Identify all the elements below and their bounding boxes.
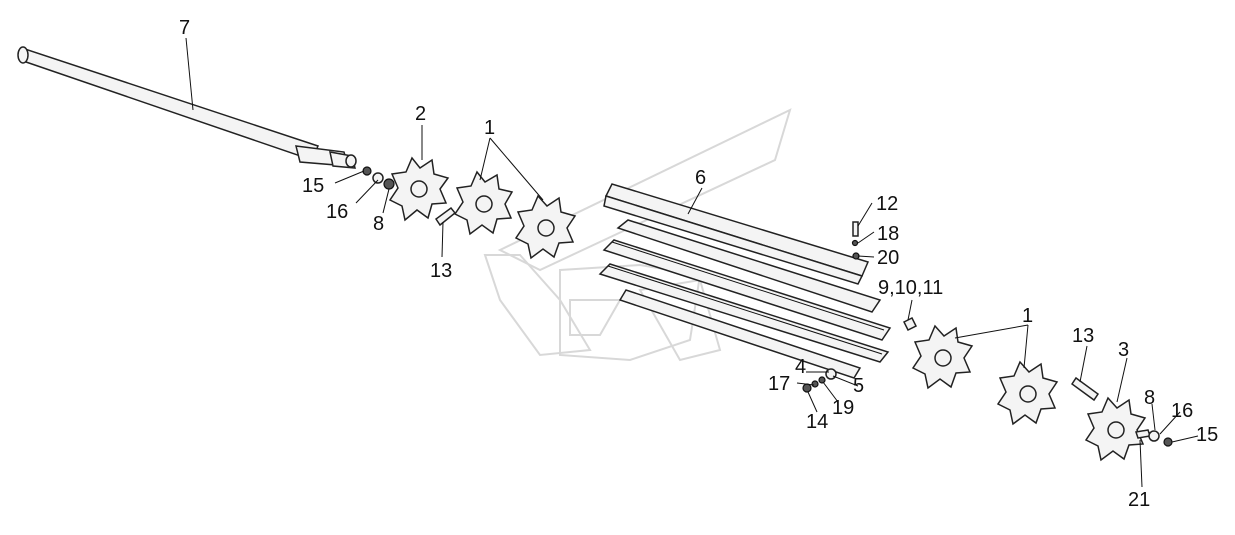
label-7: 7 [179, 17, 190, 39]
sprocket-1c [911, 324, 974, 390]
label-8: 8 [373, 213, 384, 235]
label-19: 19 [832, 397, 854, 419]
label-5: 5 [853, 375, 864, 397]
label-20: 20 [877, 247, 899, 269]
sprocket-3 [1084, 396, 1147, 462]
sprocket-1a [453, 170, 514, 236]
label-6: 6 [695, 167, 706, 189]
bar-assembly [598, 183, 892, 379]
label-13: 13 [430, 260, 452, 282]
right-hardware [802, 221, 1173, 447]
label-21: 21 [1128, 489, 1150, 511]
shaft-part [17, 46, 357, 169]
label-9-10-11: 9,10,11 [878, 277, 943, 299]
label-18: 18 [877, 223, 899, 245]
label-2: 2 [415, 103, 426, 125]
label-1: 1 [1022, 305, 1033, 327]
label-17: 17 [768, 373, 790, 395]
label-16: 16 [326, 201, 348, 223]
sprocket-2 [388, 156, 450, 222]
label-14: 14 [806, 411, 828, 433]
label-15: 15 [1196, 424, 1218, 446]
sprocket-1d [996, 360, 1059, 426]
label-15: 15 [302, 175, 324, 197]
watermark-logo [483, 108, 792, 362]
left-hardware [362, 166, 457, 227]
leader-lines [185, 37, 1199, 488]
part-labels: 7 2 1 6 12 18 20 15 16 8 13 9,10,11 1 13… [179, 17, 1218, 511]
label-13: 13 [1072, 325, 1094, 347]
sprocket-1b [514, 194, 577, 260]
label-16: 16 [1171, 400, 1193, 422]
label-8: 8 [1144, 387, 1155, 409]
label-1: 1 [484, 117, 495, 139]
label-12: 12 [876, 193, 898, 215]
label-4: 4 [795, 356, 806, 378]
label-3: 3 [1118, 339, 1129, 361]
